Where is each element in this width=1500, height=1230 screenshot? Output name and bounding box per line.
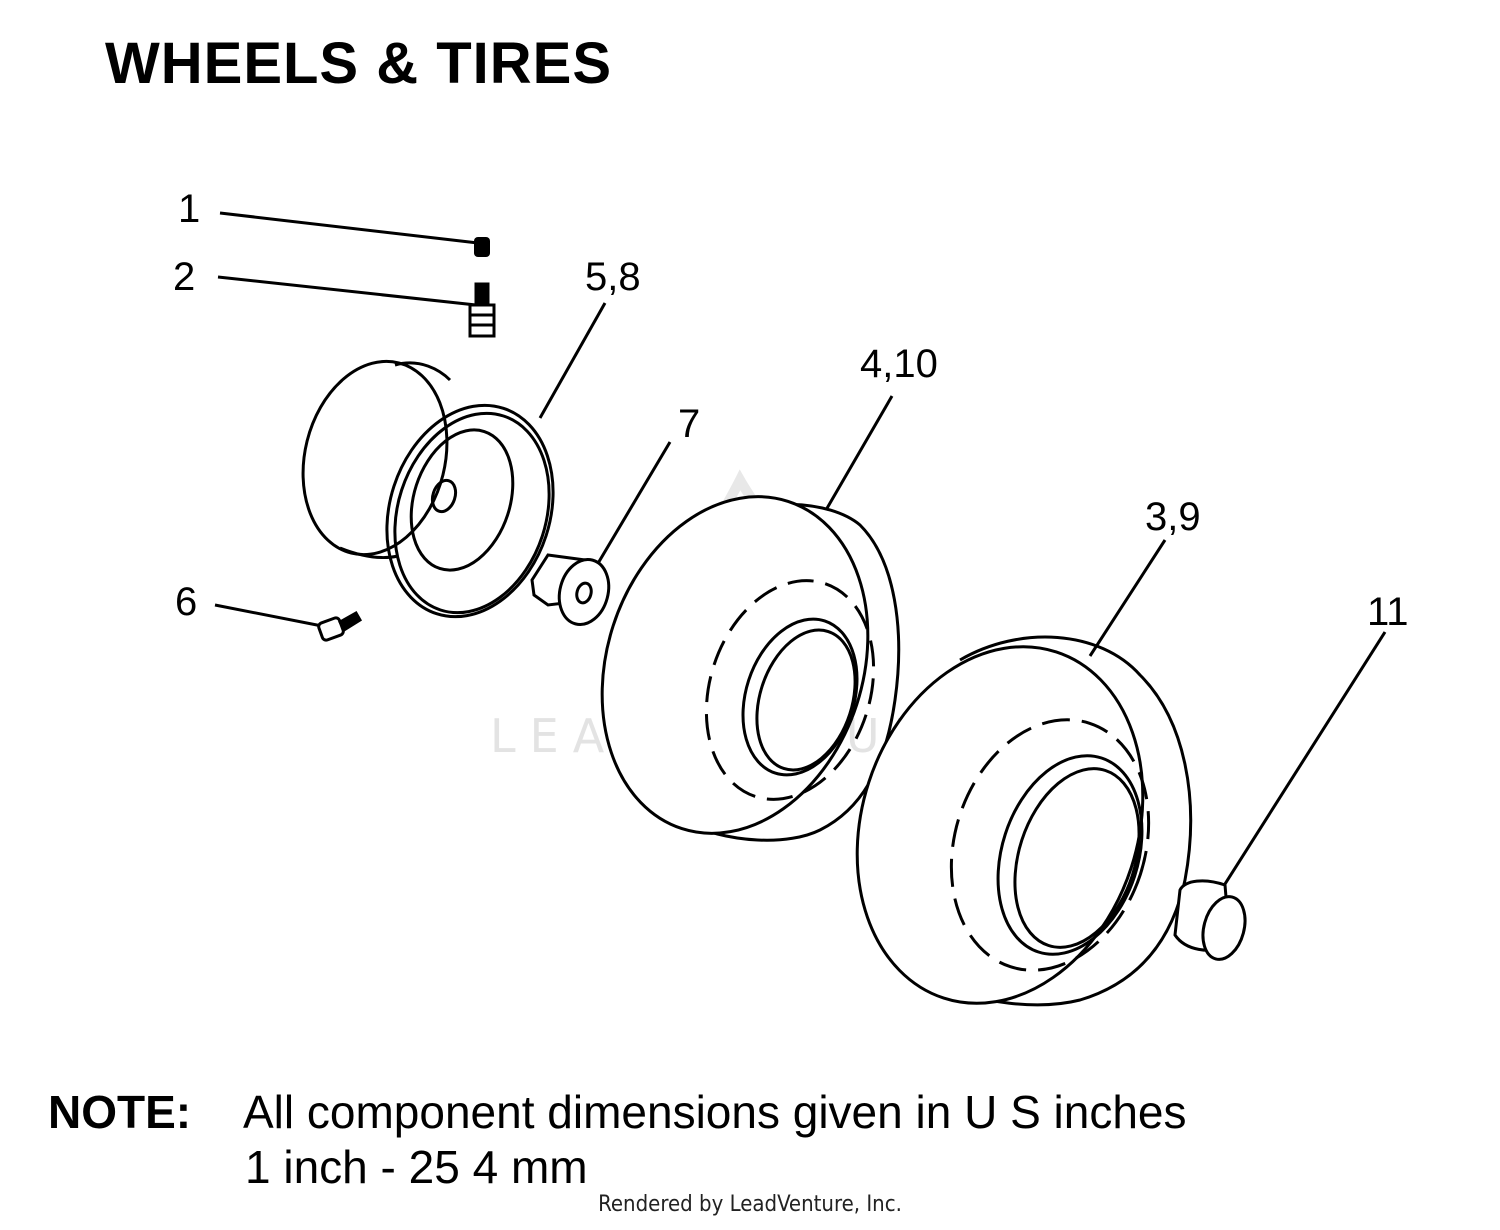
valve-stem-part [468,282,496,338]
leader-line-7 [595,441,672,566]
callout-2: 2 [173,255,195,299]
bolt-part [317,610,363,642]
callout-11: 11 [1367,590,1409,634]
leader-line-11 [1216,631,1387,896]
note-text-line-1: All component dimensions given in U S in… [243,1086,1187,1138]
wheel-rim-part [301,359,555,619]
rear-tire-part [855,635,1193,1007]
callout-5-8: 5,8 [585,255,641,299]
callout-4-10: 4,10 [860,342,938,386]
callout-3-9: 3,9 [1145,495,1201,539]
note-line-1: NOTE: All component dimensions given in U… [48,1085,1187,1139]
leader-lines [214,211,1387,896]
leader-line-6 [214,603,323,628]
leader-line-1 [219,211,479,245]
diagram-title: WHEELS & TIRES [105,31,613,96]
footer-credit: Rendered by LeadVenture, Inc. [598,1192,902,1217]
callout-6: 6 [175,580,197,624]
valve-cap-part [474,237,490,257]
note-label: NOTE: [48,1086,192,1138]
callout-1: 1 [178,187,200,231]
leader-line-410 [824,395,894,511]
note-text-line-2: 1 inch - 25 4 mm [245,1141,588,1193]
leader-line-2 [217,275,477,307]
front-tire-part [600,495,901,842]
hub-cap-part [1173,879,1247,961]
leader-line-58 [538,302,607,419]
leader-line-39 [1088,539,1167,657]
bushing-part [530,553,611,626]
callout-7: 7 [678,402,700,446]
